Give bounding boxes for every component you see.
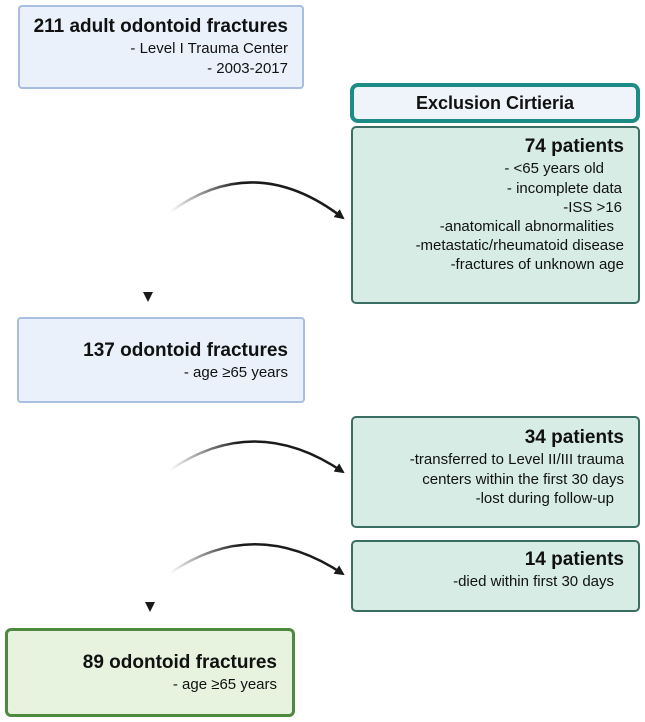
exclusion-box-3: 14 patients -died within first 30 days	[351, 540, 640, 612]
top-box: 211 adult odontoid fractures - Level I T…	[18, 5, 304, 89]
middle-box: 137 odontoid fractures - age ≥65 years	[17, 317, 305, 403]
exclusion-1-line: -ISS >16	[563, 198, 622, 216]
exclusion-1-line: -metastatic/rheumatoid disease	[415, 237, 624, 255]
exclusion-1-line: - <65 years old	[504, 160, 604, 178]
arrow-exclusion-3	[169, 543, 345, 576]
top-box-title: 211 adult odontoid fractures	[33, 16, 288, 37]
exclusion-header-label: Exclusion Cirtieria	[415, 93, 575, 113]
exclusion-3-title: 14 patients	[524, 549, 624, 570]
exclusion-box-2: 34 patients -transferred to Level II/III…	[351, 416, 640, 528]
middle-box-line: - age ≥65 years	[183, 364, 288, 382]
top-box-line: - 2003-2017	[207, 59, 288, 77]
exclusion-2-title: 34 patients	[524, 427, 624, 448]
arrow-exclusion-2	[169, 440, 345, 474]
arrow-exclusion-1	[169, 181, 345, 220]
final-box-title: 89 odontoid fractures	[82, 652, 277, 673]
exclusion-1-line: - incomplete data	[506, 179, 622, 197]
top-box-line: - Level I Trauma Center	[130, 40, 288, 58]
exclusion-1-line: -fractures of unknown age	[450, 256, 624, 274]
exclusion-1-line: -anatomicall abnormalities	[439, 217, 614, 235]
exclusion-2-line: -transferred to Level II/III trauma	[409, 451, 624, 469]
exclusion-2-line: -lost during follow-up	[475, 489, 614, 507]
exclusion-box-1: 74 patients - <65 years old - incomplete…	[351, 126, 640, 304]
exclusion-2-line: centers within the first 30 days	[422, 470, 624, 488]
middle-box-title: 137 odontoid fractures	[83, 340, 288, 361]
exclusion-header: Exclusion Cirtieria	[350, 83, 640, 123]
final-box-line: - age ≥65 years	[172, 676, 277, 694]
final-box: 89 odontoid fractures - age ≥65 years	[5, 628, 295, 717]
exclusion-3-line: -died within first 30 days	[453, 573, 614, 591]
exclusion-1-title: 74 patients	[524, 136, 624, 157]
